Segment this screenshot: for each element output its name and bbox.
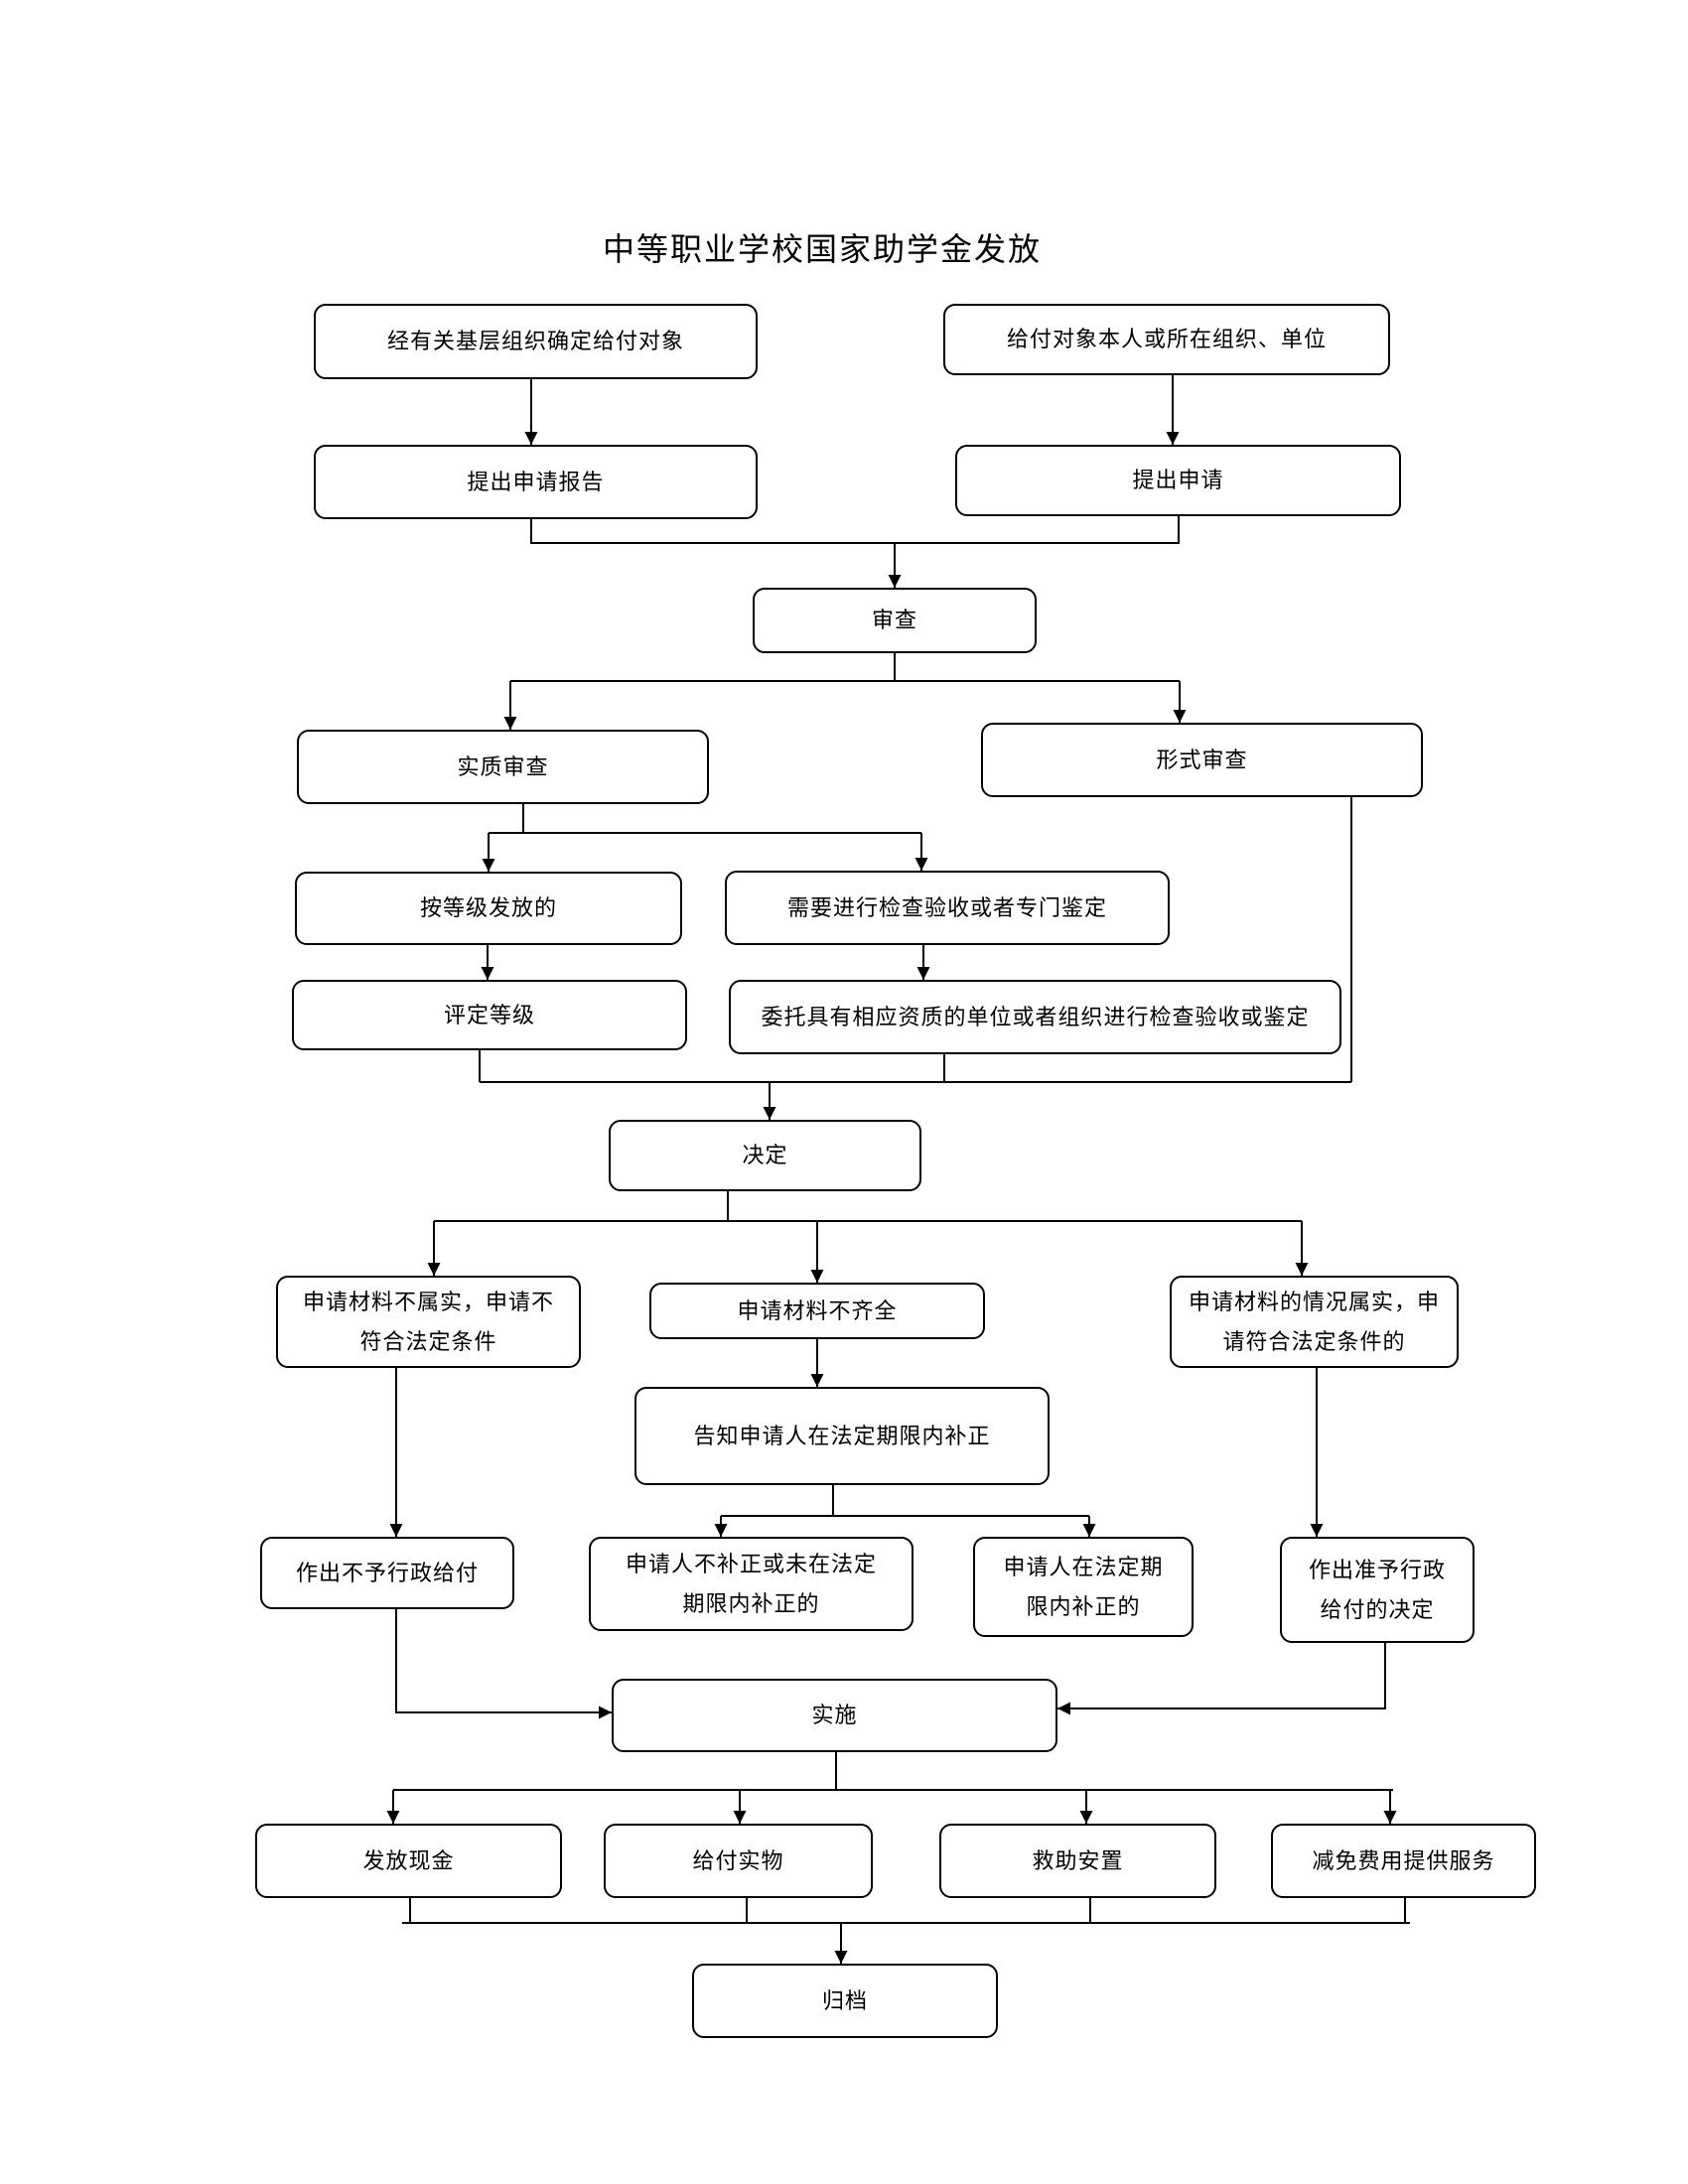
- node-grade-based-distribution: 按等级发放的: [295, 872, 682, 945]
- node-implementation: 实施: [612, 1679, 1057, 1752]
- node-submit-application-report: 提出申请报告: [314, 445, 758, 519]
- edge-join-above-review: [530, 516, 1180, 544]
- node-review: 审查: [753, 588, 1037, 653]
- node-materials-true: 申请材料的情况属实，申 请符合法定条件的: [1170, 1276, 1459, 1368]
- node-fee-reduction-service: 减免费用提供服务: [1271, 1824, 1536, 1898]
- node-applicant-or-org: 给付对象本人或所在组织、单位: [943, 304, 1390, 375]
- edge-approve-to-implementation: [1057, 1643, 1386, 1715]
- node-archive: 归档: [692, 1964, 998, 2038]
- node-inspection-needed: 需要进行检查验收或者专门鉴定: [725, 871, 1170, 945]
- node-substantive-review: 实质审查: [297, 730, 709, 804]
- node-in-kind-payment: 给付实物: [604, 1824, 873, 1898]
- node-basic-org-determines-target: 经有关基层组织确定给付对象: [314, 304, 758, 379]
- node-approve-administrative-payment: 作出准予行政 给付的决定: [1280, 1537, 1475, 1643]
- node-submit-application: 提出申请: [955, 445, 1401, 516]
- node-notify-correction: 告知申请人在法定期限内补正: [634, 1387, 1050, 1485]
- node-decision: 决定: [609, 1120, 921, 1191]
- node-materials-incomplete: 申请材料不齐全: [649, 1283, 985, 1339]
- node-no-correction-in-time: 申请人不补正或未在法定 期限内补正的: [589, 1537, 914, 1631]
- node-grade-assessment: 评定等级: [292, 980, 687, 1050]
- node-cash-payment: 发放现金: [255, 1824, 562, 1898]
- node-entrust-inspection: 委托具有相应资质的单位或者组织进行检查验收或鉴定: [729, 980, 1341, 1054]
- node-relief-placement: 救助安置: [939, 1824, 1216, 1898]
- node-materials-untrue: 申请材料不属实，申请不 符合法定条件: [276, 1276, 581, 1368]
- node-deny-administrative-payment: 作出不予行政给付: [260, 1537, 514, 1609]
- edge-deny-to-implementation: [395, 1609, 612, 1719]
- diagram-title: 中等职业学校国家助学金发放: [602, 231, 1043, 267]
- node-corrected-in-time: 申请人在法定期 限内补正的: [973, 1537, 1194, 1637]
- node-formal-review: 形式审查: [981, 723, 1423, 797]
